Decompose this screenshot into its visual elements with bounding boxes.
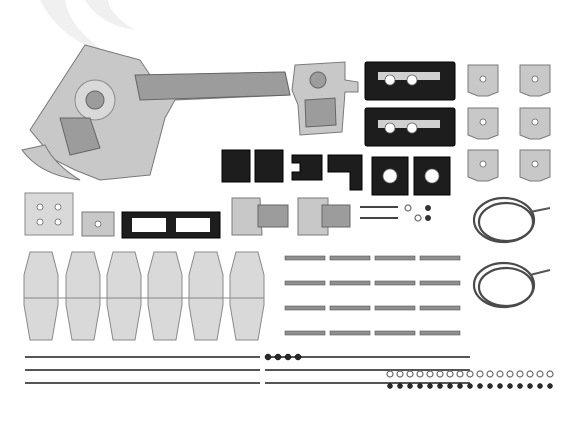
strap-hinges	[23, 251, 265, 341]
black-brackets	[291, 154, 451, 196]
door-latch-handle	[21, 44, 291, 181]
black-rubber-bumpers	[221, 149, 284, 183]
black-cam-keeper-bottom	[364, 107, 456, 147]
corner-brackets	[467, 64, 551, 182]
small-fasteners	[25, 353, 554, 389]
hinge-blocks	[231, 197, 351, 236]
cotter-pins	[360, 204, 431, 222]
latch-keeper	[291, 61, 359, 136]
small-plate	[81, 211, 115, 237]
black-cam-keeper-top	[364, 61, 456, 101]
watermark-swoosh	[40, 0, 135, 55]
carriage-bolts	[284, 255, 461, 336]
black-frame-bracket	[121, 211, 221, 239]
plate-bracket	[24, 192, 74, 236]
cables-with-hooks	[472, 196, 551, 309]
